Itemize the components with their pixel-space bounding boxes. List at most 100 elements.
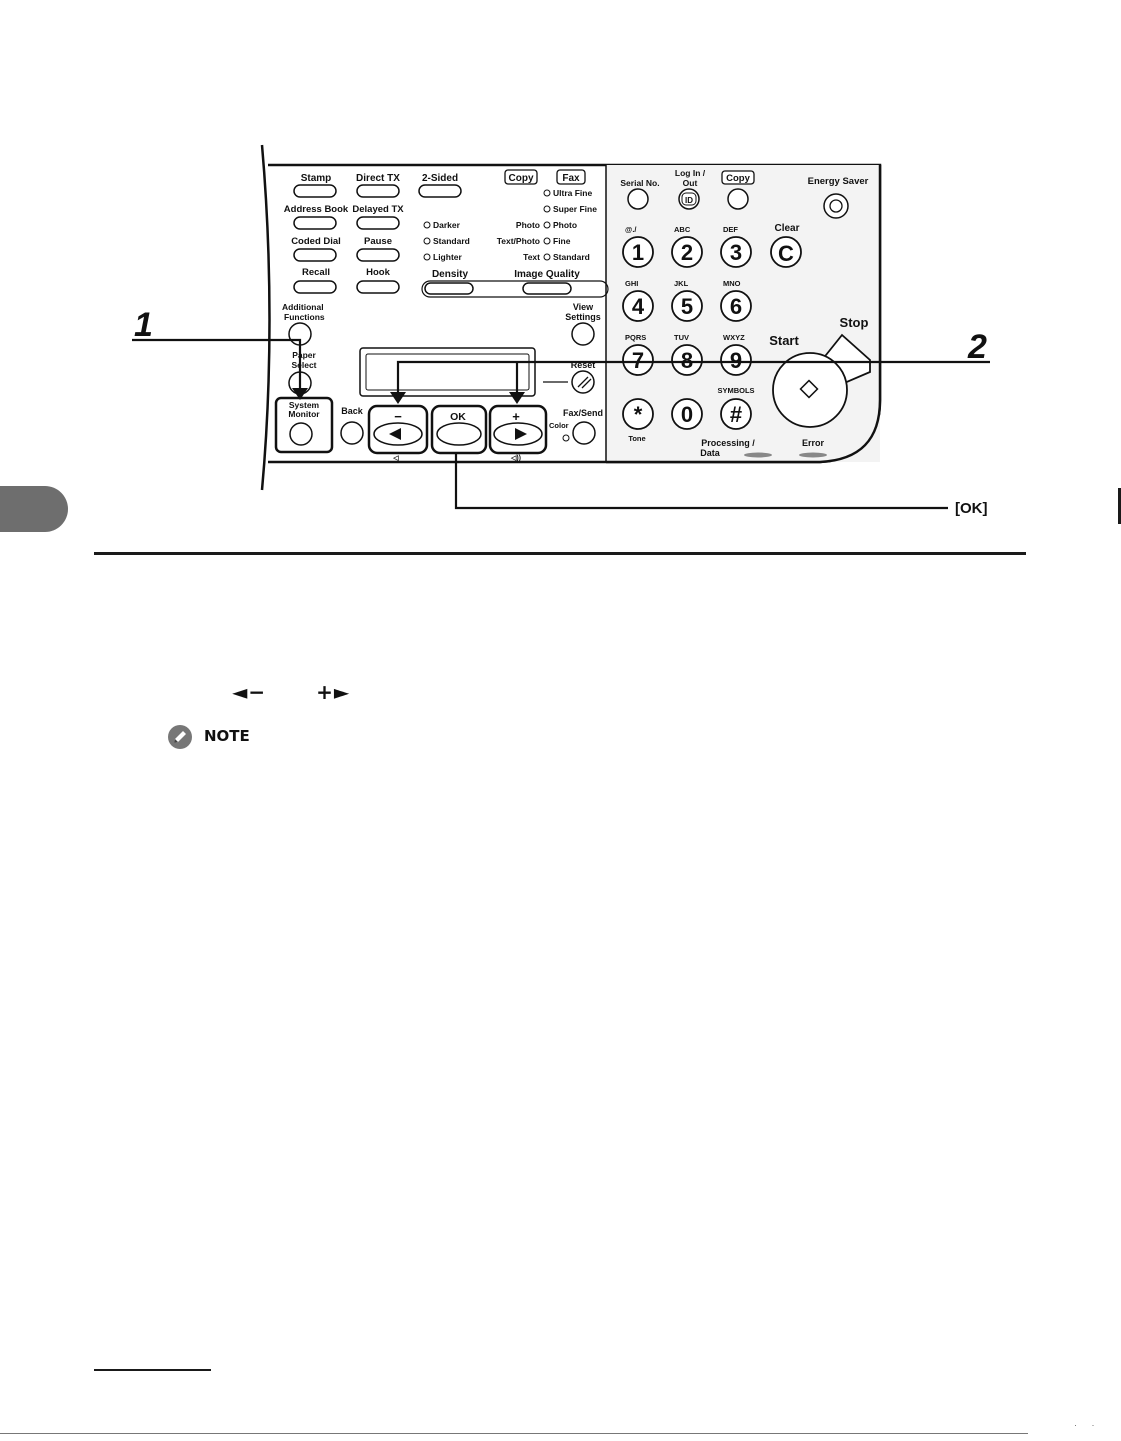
clear-label: Clear bbox=[774, 223, 799, 234]
keypad-key-8[interactable] bbox=[720, 344, 752, 376]
energy-saver-label: Energy Saver bbox=[808, 176, 869, 187]
keypad-key-3[interactable] bbox=[622, 290, 654, 322]
ok-callout-label: [OK] bbox=[955, 500, 988, 517]
login-label-2: Out bbox=[683, 178, 698, 188]
keypad-letters-0: @./ bbox=[625, 225, 637, 234]
ultra-fine-led bbox=[543, 189, 551, 197]
keypad-key-5[interactable] bbox=[720, 290, 752, 322]
svg-text:◁: ◁ bbox=[392, 455, 399, 462]
paper-select-label-1: Paper bbox=[292, 350, 316, 360]
image-quality-button[interactable] bbox=[522, 282, 572, 295]
keypad-key-4[interactable] bbox=[671, 290, 703, 322]
density-button[interactable] bbox=[424, 282, 474, 295]
copy-key-label: Copy bbox=[726, 173, 750, 184]
image-quality-label: Image Quality bbox=[514, 269, 580, 280]
keypad-key-2[interactable] bbox=[720, 236, 752, 268]
step-2-arrowhead-right bbox=[509, 392, 525, 404]
energy-saver-icon bbox=[829, 199, 843, 213]
stamp-button[interactable] bbox=[293, 184, 337, 198]
density-quality-track bbox=[421, 280, 609, 298]
reset-label: Reset bbox=[571, 360, 596, 370]
keypad-digit-10: 0 bbox=[681, 402, 693, 427]
plus-right-glyph: +► bbox=[316, 680, 351, 704]
standard-quality-label: Standard bbox=[553, 252, 590, 262]
text-label: Text bbox=[523, 252, 540, 262]
copy-key-button[interactable] bbox=[727, 188, 749, 210]
paper-select-label-2: Select bbox=[291, 360, 316, 370]
panel-left-edge bbox=[260, 144, 271, 491]
keypad-letters-1: ABC bbox=[674, 225, 691, 234]
clear-button[interactable] bbox=[770, 236, 802, 268]
pause-label: Pause bbox=[364, 236, 392, 247]
keypad-key-11[interactable] bbox=[720, 398, 752, 430]
keypad-letters-8: WXYZ bbox=[723, 333, 745, 342]
pause-button[interactable] bbox=[356, 248, 400, 262]
keypad-key-10[interactable] bbox=[671, 398, 703, 430]
address-book-label: Address Book bbox=[284, 204, 349, 215]
serial-no-button[interactable] bbox=[627, 188, 649, 210]
pencil-icon bbox=[168, 725, 192, 749]
edge-mark bbox=[1118, 488, 1121, 524]
lighter-label: Lighter bbox=[433, 252, 462, 262]
standard-density-label: Standard bbox=[433, 236, 470, 246]
additional-functions-label-2: Functions bbox=[284, 312, 325, 322]
keypad-letters-4: JKL bbox=[674, 279, 689, 288]
keypad-key-0[interactable] bbox=[622, 236, 654, 268]
keypad-digit-11: # bbox=[730, 402, 742, 427]
delayed-tx-button[interactable] bbox=[356, 216, 400, 230]
copy-key-box bbox=[721, 170, 755, 185]
stop-label: Stop bbox=[840, 315, 869, 330]
lighter-led bbox=[423, 253, 431, 261]
keypad-digit-1: 2 bbox=[681, 240, 693, 265]
recall-button[interactable] bbox=[293, 280, 337, 294]
note-heading: NOTE bbox=[204, 727, 250, 745]
keypad-letters-5: MNO bbox=[723, 279, 741, 288]
view-settings-button[interactable] bbox=[571, 322, 595, 346]
ultra-fine-label: Ultra Fine bbox=[553, 188, 592, 198]
direct-tx-button[interactable] bbox=[356, 184, 400, 198]
darker-led bbox=[423, 221, 431, 229]
copy-mode-box bbox=[504, 169, 538, 185]
address-book-button[interactable] bbox=[293, 216, 337, 230]
keypad-key-6[interactable] bbox=[622, 344, 654, 376]
start-button[interactable] bbox=[772, 352, 848, 428]
view-settings-label-1: View bbox=[573, 302, 594, 312]
error-led bbox=[799, 452, 827, 458]
tone-label: Tone bbox=[628, 434, 645, 443]
keypad-key-7[interactable] bbox=[671, 344, 703, 376]
keypad-key-1[interactable] bbox=[671, 236, 703, 268]
system-monitor-button[interactable] bbox=[289, 422, 313, 446]
super-fine-label: Super Fine bbox=[553, 204, 597, 214]
keypad-letters-7: TUV bbox=[674, 333, 689, 342]
login-out-button[interactable] bbox=[678, 188, 700, 210]
keypad-key-9[interactable] bbox=[622, 398, 654, 430]
density-label: Density bbox=[432, 269, 469, 280]
left-minus-glyph: ◄− bbox=[232, 680, 267, 704]
fax-send-button[interactable] bbox=[572, 421, 596, 445]
fax-mode-label: Fax bbox=[562, 173, 580, 184]
minus-label: − bbox=[394, 409, 402, 424]
two-sided-button[interactable] bbox=[418, 184, 462, 198]
system-monitor-label-1: System bbox=[289, 400, 320, 410]
energy-saver-button[interactable] bbox=[823, 193, 849, 219]
serial-no-label: Serial No. bbox=[620, 178, 659, 188]
symbols-label: SYMBOLS bbox=[717, 386, 754, 395]
coded-dial-label: Coded Dial bbox=[291, 236, 341, 247]
coded-dial-button[interactable] bbox=[293, 248, 337, 262]
ok-leader bbox=[454, 453, 948, 510]
control-panel-diagram: Stamp Direct TX 2-Sided Copy Fax Ultra F… bbox=[132, 144, 990, 517]
ok-button[interactable] bbox=[436, 422, 482, 446]
darker-label: Darker bbox=[433, 220, 461, 230]
back-button[interactable] bbox=[340, 421, 364, 445]
delayed-tx-label: Delayed TX bbox=[352, 204, 404, 215]
fax-send-label: Fax/Send bbox=[563, 408, 603, 418]
footnote-rule bbox=[94, 1369, 211, 1371]
start-icon bbox=[799, 379, 819, 399]
section-rule bbox=[94, 552, 1026, 555]
fine-led bbox=[543, 237, 551, 245]
photo-right-label: Photo bbox=[553, 220, 577, 230]
hook-button[interactable] bbox=[356, 280, 400, 294]
left-arrow-icon bbox=[389, 428, 401, 440]
arrow-keys-text: ◄− +► bbox=[232, 680, 350, 704]
footer-rule bbox=[0, 1433, 1028, 1434]
